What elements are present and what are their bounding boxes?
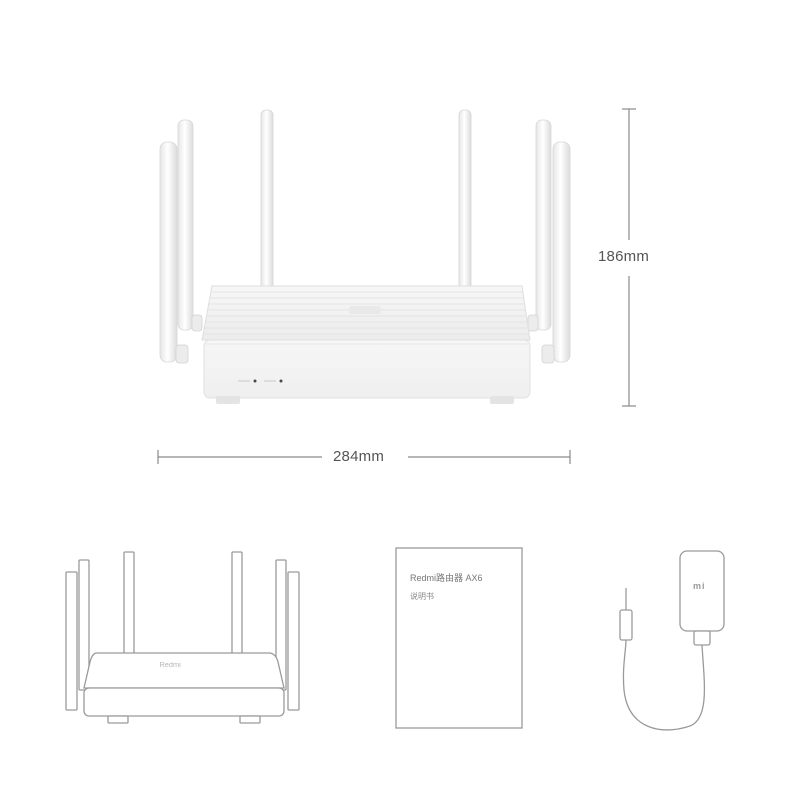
status-led xyxy=(253,379,257,383)
antenna xyxy=(458,109,472,291)
router-outline-icon xyxy=(65,551,300,724)
antenna-hinge xyxy=(191,314,203,332)
antenna xyxy=(159,141,178,363)
height-dimension-line xyxy=(622,108,636,407)
antenna xyxy=(552,141,571,363)
antenna-hinge xyxy=(541,344,555,364)
manual-title: Redmi路由器 AX6 xyxy=(410,573,483,583)
router-foot xyxy=(216,396,240,404)
width-label: 284mm xyxy=(333,448,385,465)
height-label: 186mm xyxy=(598,248,650,265)
router-foot xyxy=(490,396,514,404)
adapter-logo: mi xyxy=(693,581,706,591)
width-dimension-line xyxy=(157,450,571,464)
antenna xyxy=(260,109,274,291)
manual-icon xyxy=(395,547,523,729)
power-adapter-icon xyxy=(619,550,725,731)
status-led xyxy=(279,379,283,383)
top-logo-plate xyxy=(349,306,381,314)
router-outline-brand: Redmi xyxy=(159,662,181,669)
manual-subtitle: 说明书 xyxy=(410,592,434,601)
antenna xyxy=(535,119,552,331)
antenna-hinge xyxy=(175,344,189,364)
router-front xyxy=(203,339,531,399)
antenna-hinge xyxy=(527,314,539,332)
antenna xyxy=(177,119,194,331)
